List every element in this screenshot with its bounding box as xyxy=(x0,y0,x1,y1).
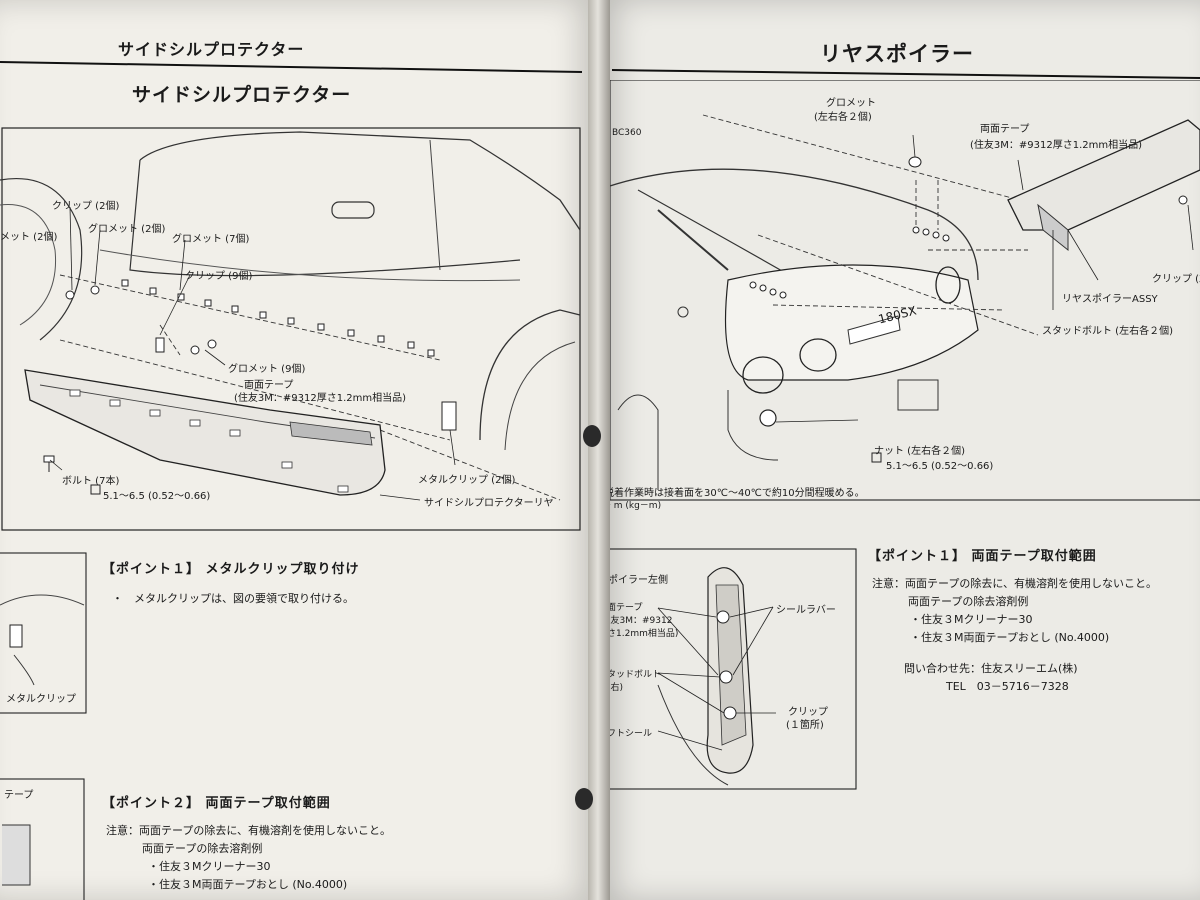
point2-note-4: ・住友３M両面テープおとし (No.4000) xyxy=(148,878,348,891)
point2-note-3: ・住友３Mクリーナー30 xyxy=(148,860,271,873)
point1-note-3: ・住友３Mクリーナー30 xyxy=(910,613,1033,626)
left-page: サイドシルプロテクター サイドシルプロテクター xyxy=(0,0,598,900)
point1-note-1: 注意：両面テープの除去に、有機溶剤を使用しないこと。 xyxy=(872,577,1158,590)
callout-grommet-2: グロメット (2個) xyxy=(88,224,166,235)
tape-inset-label: テープ xyxy=(4,790,34,801)
binder-hole-2 xyxy=(575,788,593,810)
detail-tape-2: (住友3M：#9312 xyxy=(598,616,673,626)
side-sill-protector-diagram xyxy=(0,127,581,531)
callout-clip-2: クリップ (2個) xyxy=(52,201,120,212)
left-rules xyxy=(0,61,583,73)
metal-clip-inset-label: メタルクリップ xyxy=(6,694,76,705)
callout-tape-r-1: 両面テープ xyxy=(980,124,1030,135)
callout-grommet-7: グロメット (7個) xyxy=(172,234,250,245)
point1-note-2: 両面テープの除去溶剤例 xyxy=(908,595,1029,608)
note-bottom: 脱着作業時は接着面を30℃～40℃で約10分間程暖める。 xyxy=(604,488,865,499)
callout-tape-2: (住友3M：#9312厚さ1.2mm相当品) xyxy=(234,393,407,404)
callout-stud-bolt: スタッドボルト (左右各２個) xyxy=(1042,326,1173,337)
right-page: リヤスポイラー xyxy=(598,0,1200,900)
page-fold xyxy=(588,0,610,900)
callout-grommet-r-1: グロメット xyxy=(826,98,876,109)
point2-note-2: 両面テープの除去溶剤例 xyxy=(142,842,263,855)
contact-line-1: 問い合わせ先：住友スリーエム(株) xyxy=(904,662,1078,675)
callout-spoiler-assy: リヤスポイラーASSY xyxy=(1062,294,1158,305)
callout-clip-9: クリップ (9個) xyxy=(185,271,253,282)
contact-line-2: TEL 03－5716－7328 xyxy=(946,680,1069,693)
callout-grommet-9: グロメット (9個) xyxy=(228,364,306,375)
callout-tape-r-2: (住友3M：#9312厚さ1.2mm相当品) xyxy=(970,140,1143,151)
detail-tape-1: 両面テープ xyxy=(598,603,643,613)
callout-tape-1: 両面テープ xyxy=(244,380,294,391)
point1-heading-left: 【ポイント１】 メタルクリップ取り付け xyxy=(102,562,360,577)
callout-grommet-r-2: (左右各２個) xyxy=(814,112,872,123)
detail-spoiler-left: スポイラー左側 xyxy=(598,575,668,586)
page-title-left: サイドシルプロテクター xyxy=(132,84,352,106)
point1-note-4: ・住友３M両面テープおとし (No.4000) xyxy=(910,631,1110,644)
detail-seal-rubber: シールラバー xyxy=(776,605,836,616)
rear-spoiler-diagram xyxy=(598,80,1200,501)
callout-bolt: ボルト (7本) xyxy=(62,476,120,487)
running-header: サイドシルプロテクター xyxy=(118,40,305,59)
callout-bolt-torque: 5.1～6.5 (0.52～0.66) xyxy=(103,491,211,502)
detail-clip-2: (１箇所) xyxy=(786,720,824,731)
spoiler-detail-inset xyxy=(598,548,857,790)
callout-metal-clip: メタルクリップ (2個) xyxy=(418,475,516,486)
callout-nut: ナット (左右各２個) xyxy=(874,446,965,457)
detail-clip-1: クリップ xyxy=(788,707,828,718)
detail-tape-3: 厚さ1.2mm相当品) xyxy=(598,629,679,639)
detail-seal-left: ラフトシール xyxy=(598,729,653,739)
point1-heading-right: 【ポイント１】 両面テープ取付範囲 xyxy=(868,549,1097,564)
right-rules xyxy=(611,69,1200,79)
callout-nut-torque: 5.1～6.5 (0.52～0.66) xyxy=(886,461,994,472)
point2-heading-left: 【ポイント２】 両面テープ取付範囲 xyxy=(102,796,331,811)
callout-protector-rear: サイドシルプロテクターリヤ xyxy=(424,498,554,509)
tape-inset xyxy=(0,778,85,900)
detail-stud-bolt-2: (左右) xyxy=(598,683,624,693)
corner-text: BC360 xyxy=(612,128,642,138)
point2-note-1: 注意：両面テープの除去に、有機溶剤を使用しないこと。 xyxy=(106,824,392,837)
page-title-right: リヤスポイラー xyxy=(820,42,974,66)
callout-clip-r: クリップ (左 xyxy=(1152,274,1200,285)
metal-clip-inset xyxy=(0,552,87,714)
binder-hole-1 xyxy=(583,425,601,447)
unit-note: N・m (kg－m) xyxy=(598,501,662,511)
callout-grommet-2-partial: メット (2個) xyxy=(0,232,58,243)
point1-bullet-left: ・ メタルクリップは、図の要領で取り付ける。 xyxy=(112,592,354,605)
detail-stud-bolt: スタッドボルト xyxy=(598,670,662,680)
